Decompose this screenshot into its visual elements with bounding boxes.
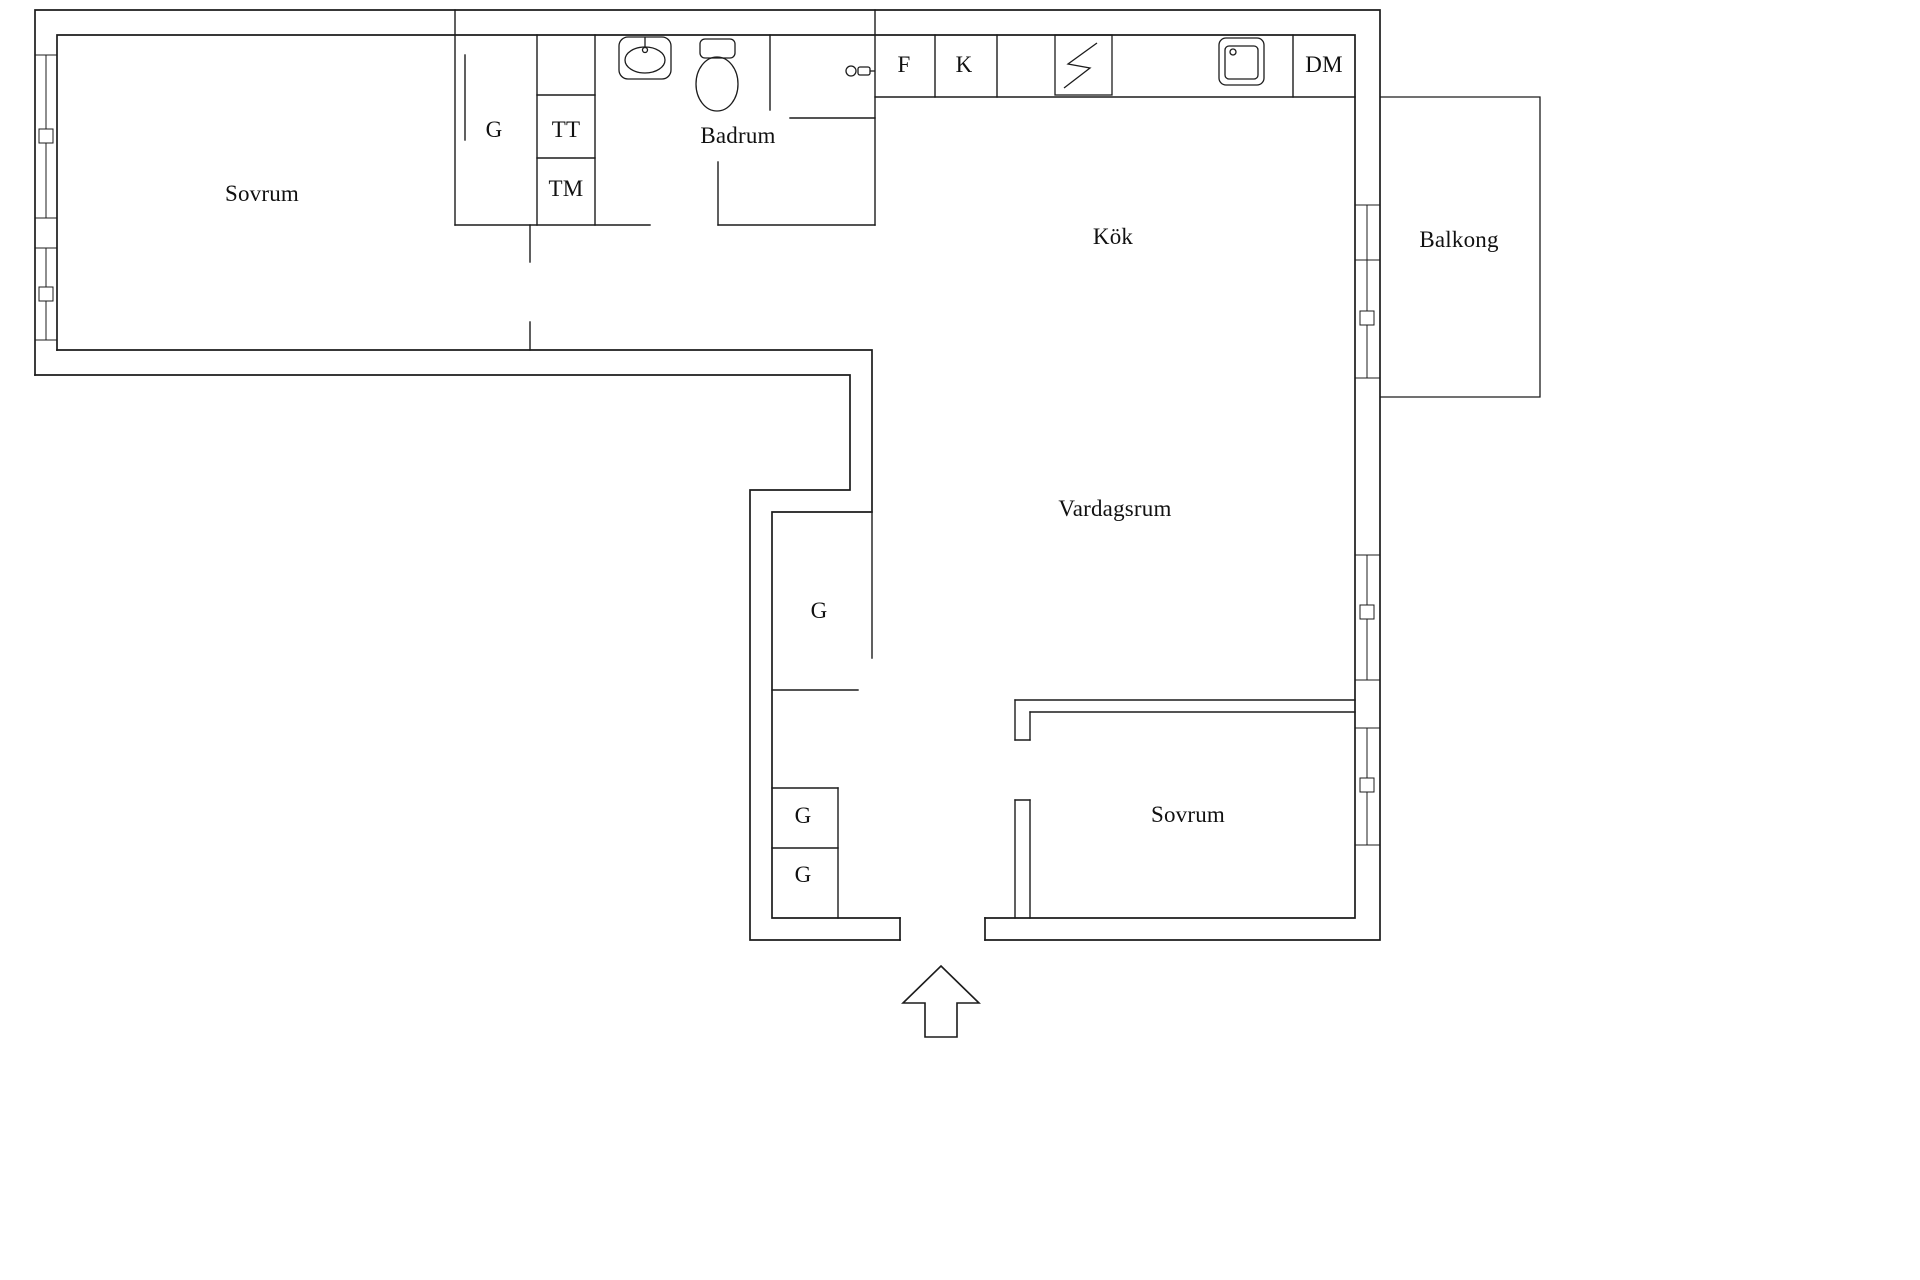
window-handle-icon: [38, 286, 54, 302]
closet-label-hall: G: [810, 598, 828, 623]
closet-label-entry-lower: G: [794, 862, 812, 887]
interior-walls: [454, 9, 1356, 919]
window-handle-icon: [1359, 604, 1375, 620]
kitchen-sink-icon: [1218, 37, 1265, 86]
room-label-kok: Kök: [1092, 224, 1134, 249]
appliance-label-dryer: TT: [551, 117, 581, 142]
room-label-vardagsrum: Vardagsrum: [1058, 496, 1172, 521]
balcony-outline: [1380, 96, 1541, 398]
room-label-badrum: Badrum: [700, 123, 776, 148]
window-handle-icon: [1359, 777, 1375, 793]
fixtures: [618, 34, 1265, 112]
window-handle-icon: [1359, 310, 1375, 326]
appliance-label-freezer: K: [955, 52, 973, 77]
exterior-walls: [34, 9, 1381, 941]
windows: [35, 54, 1380, 846]
shower-mixer-icon: [845, 65, 875, 77]
room-label-sovrum-right: Sovrum: [1150, 802, 1226, 827]
stove-icon: [1054, 34, 1113, 96]
appliance-label-dishwasher: DM: [1305, 52, 1343, 77]
room-label-sovrum-left: Sovrum: [224, 181, 300, 206]
toilet-icon: [695, 38, 739, 112]
closet-label-entry-upper: G: [794, 803, 812, 828]
room-label-balkong: Balkong: [1419, 227, 1499, 252]
closet-label-top: G: [485, 117, 503, 142]
appliance-label-washer: TM: [548, 176, 584, 201]
washbasin-icon: [618, 36, 672, 80]
window-handle-icon: [38, 128, 54, 144]
entrance-arrow-icon: [901, 964, 981, 1038]
appliance-label-fridge: F: [897, 52, 911, 77]
